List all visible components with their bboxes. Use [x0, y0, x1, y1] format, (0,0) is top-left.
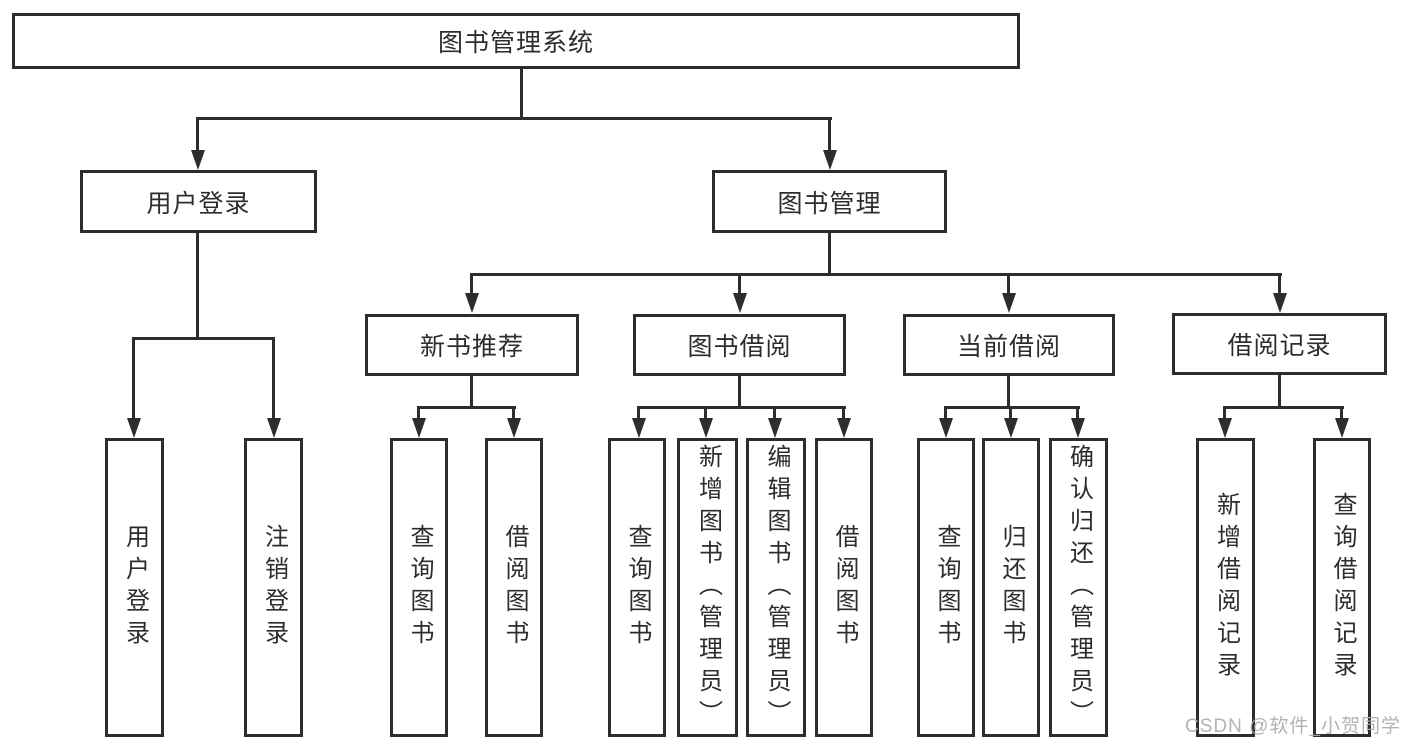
node-label: 注销登录: [260, 523, 288, 652]
connector-line: [272, 337, 275, 418]
node-label: 查询图书: [933, 523, 960, 652]
connector-line: [1007, 273, 1010, 295]
connector-line: [1278, 273, 1281, 295]
connector-line: [704, 406, 707, 418]
node-label: 编辑图书（管理员）: [763, 443, 790, 732]
node-label: 新增借阅记录: [1212, 491, 1240, 684]
node-label: 查询图书: [624, 523, 651, 652]
leaf-borrow-books: 借阅图书: [485, 438, 543, 737]
leaf-borrow-books: 借阅图书: [815, 438, 873, 737]
node-label: 新增图书（管理员）: [694, 443, 722, 732]
connector-line: [512, 406, 515, 418]
arrowhead-down: [1273, 293, 1287, 313]
node-label: 图书管理: [777, 189, 882, 218]
connector-line: [1223, 406, 1344, 409]
leaf-user-login: 用户登录: [105, 438, 164, 737]
node-current-borrow: 当前借阅: [903, 314, 1115, 376]
node-label: 查询借阅记录: [1329, 491, 1356, 684]
connector-line: [828, 233, 831, 276]
leaf-add-borrow-record: 新增借阅记录: [1196, 438, 1255, 737]
node-user-login: 用户登录: [80, 170, 317, 233]
arrowhead-down: [412, 418, 426, 438]
connector-line: [944, 406, 1080, 409]
connector-line: [417, 406, 420, 418]
connector-line: [637, 406, 846, 409]
connector-line: [470, 376, 473, 409]
arrowhead-down: [837, 418, 851, 438]
arrowhead-down: [1071, 418, 1085, 438]
connector-line: [828, 117, 831, 151]
node-label: 用户登录: [121, 523, 149, 652]
node-label: 查询图书: [406, 523, 433, 652]
node-label: 归还图书: [998, 523, 1025, 652]
connector-line: [196, 117, 199, 151]
leaf-query-books: 查询图书: [917, 438, 975, 737]
connector-line: [417, 406, 516, 409]
arrowhead-down: [191, 150, 205, 170]
connector-line: [1009, 406, 1012, 418]
node-label: 借阅记录: [1227, 332, 1332, 360]
arrowhead-down: [632, 418, 646, 438]
node-book-management: 图书管理: [712, 170, 947, 233]
leaf-confirm-return-admin: 确认归还（管理员）: [1049, 438, 1108, 737]
connector-line: [842, 406, 845, 418]
node-borrow-records: 借阅记录: [1172, 313, 1387, 375]
node-label: 图书管理系统: [437, 29, 594, 57]
connector-line: [196, 117, 832, 120]
node-label: 借阅图书: [831, 523, 858, 652]
connector-line: [944, 406, 947, 418]
arrowhead-down: [1002, 293, 1016, 313]
watermark: CSDN @软件_小贺同学: [1185, 716, 1401, 737]
connector-line: [637, 406, 640, 418]
arrowhead-down: [939, 418, 953, 438]
connector-line: [738, 273, 741, 295]
connector-line: [1007, 376, 1010, 409]
arrowhead-down: [127, 418, 141, 438]
leaf-query-books: 查询图书: [608, 438, 666, 737]
node-book-borrow: 图书借阅: [633, 314, 846, 376]
node-label: 新书推荐: [419, 333, 524, 361]
node-label: 图书借阅: [687, 333, 792, 361]
node-new-book-recommend: 新书推荐: [365, 314, 579, 376]
leaf-add-books-admin: 新增图书（管理员）: [677, 438, 738, 737]
leaf-return-books: 归还图书: [982, 438, 1040, 737]
connector-line: [773, 406, 776, 418]
connector-line: [132, 337, 135, 418]
node-label: 确认归还（管理员）: [1065, 443, 1093, 732]
arrowhead-down: [1335, 418, 1349, 438]
connector-line: [132, 337, 275, 340]
leaf-query-borrow-record: 查询借阅记录: [1313, 438, 1371, 737]
connector-line: [520, 69, 523, 120]
arrowhead-down: [507, 418, 521, 438]
node-label: 用户登录: [146, 189, 251, 218]
arrowhead-down: [1004, 418, 1018, 438]
arrowhead-down: [1218, 418, 1232, 438]
arrowhead-down: [699, 418, 713, 438]
node-library-system: 图书管理系统: [12, 13, 1020, 69]
connector-line: [470, 273, 1282, 276]
arrowhead-down: [823, 150, 837, 170]
connector-line: [738, 376, 741, 409]
leaf-edit-books-admin: 编辑图书（管理员）: [746, 438, 806, 737]
arrowhead-down: [465, 293, 479, 313]
connector-line: [470, 273, 473, 295]
node-label: 借阅图书: [501, 523, 528, 652]
leaf-logout: 注销登录: [244, 438, 303, 737]
arrowhead-down: [768, 418, 782, 438]
connector-line: [196, 233, 199, 340]
node-label: 当前借阅: [956, 333, 1061, 361]
connector-line: [1076, 406, 1079, 418]
arrowhead-down: [267, 418, 281, 438]
connector-line: [1223, 406, 1226, 418]
leaf-query-books: 查询图书: [390, 438, 448, 737]
connector-line: [1340, 406, 1343, 418]
connector-line: [1278, 375, 1281, 409]
arrowhead-down: [733, 293, 747, 313]
